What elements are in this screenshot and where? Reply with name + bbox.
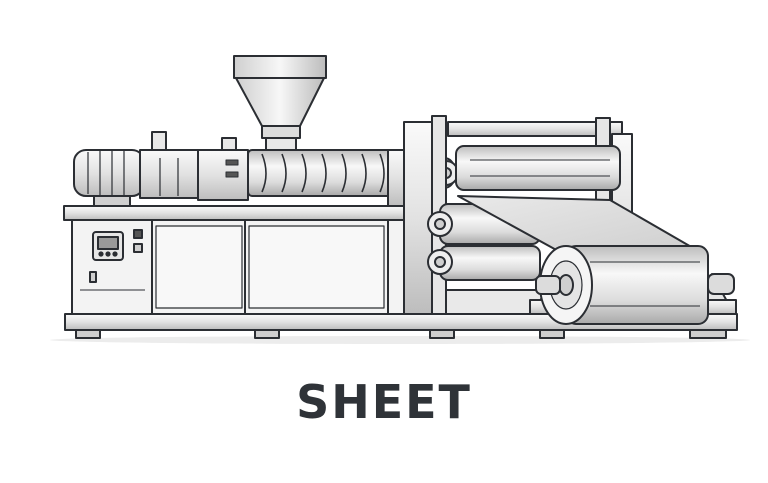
finished-sheet-roll [535,245,735,325]
main-cabinet [71,219,418,315]
sheet-extruder-illustration [50,55,750,344]
hopper [233,55,327,151]
control-panel [89,229,143,283]
table-top [63,205,409,221]
lower-calender-roll [427,245,541,281]
ground-shadow [50,336,750,344]
extruder-barrel [247,149,397,197]
caption-title: SHEET [296,375,472,429]
upper-calender-roll [455,145,621,191]
heater-block [197,137,249,201]
drive-motor [73,149,145,207]
gearbox [139,131,199,199]
